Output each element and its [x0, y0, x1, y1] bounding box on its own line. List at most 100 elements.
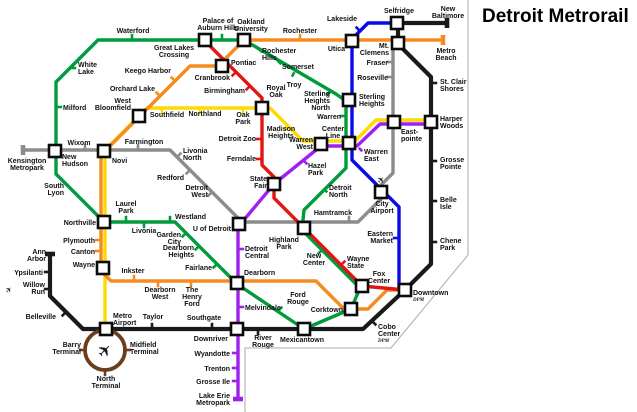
station-westland-label: Westland [175, 214, 206, 221]
station-warren-west-interchange [313, 136, 329, 152]
station-center-line-interchange [341, 135, 357, 151]
station-fox-center-interchange [354, 278, 370, 294]
station-southfield-label: Southfield [150, 112, 184, 119]
station-troy-tick [290, 71, 296, 78]
station-wixom-label: Wixom [68, 140, 91, 147]
station-corktown-interchange [343, 301, 359, 317]
station-cranbrook-label: Cranbrook [195, 75, 231, 82]
station-metro-airport-interchange [98, 321, 114, 337]
station-warren-label: Warren [317, 114, 341, 121]
station-great-lakes-crossing-interchange [197, 32, 213, 48]
station-troy-label: Troy [287, 82, 302, 89]
station-plymouth-label: Plymouth [63, 238, 95, 245]
station-south-lyon-tick [62, 180, 69, 187]
station-corktown-label: Corktown [311, 307, 343, 314]
station-fairlane-tick [211, 263, 218, 270]
station-melvindale-label: Melvindale [245, 305, 281, 312]
station-birmingham-label: Birmingham [204, 88, 245, 95]
station-marks [20, 18, 450, 402]
station-birmingham-tick [244, 85, 251, 92]
station-west-bloomfield-interchange [131, 108, 147, 124]
station-orchard-lake-label: Orchard Lake [110, 86, 155, 93]
station-fraser-label: Fraser [367, 60, 389, 67]
station-state-fair-interchange [266, 176, 282, 192]
station-royal-oak-interchange [254, 100, 270, 116]
station-rochester-hills-tick [257, 47, 264, 54]
interchange-marks [47, 15, 439, 337]
station-dearborn-label: Dearborn [244, 270, 275, 277]
line-blue [350, 21, 401, 292]
station-canton-label: Canton [71, 249, 95, 256]
station-ferndale-label: Ferndale [227, 156, 256, 163]
station-roseville-label: Roseville [357, 75, 388, 82]
station-mexicantown-label: Mexicantown [280, 337, 324, 344]
station-redford-tick [184, 169, 191, 176]
station-livonia-label: Livonia [132, 228, 157, 235]
station-garden-city-tick [180, 232, 187, 239]
station-pontiac-label: Pontiac [231, 60, 256, 67]
station-keego-harbor-tick [169, 75, 176, 82]
station-waterford-label: Waterford [117, 28, 150, 35]
station-eastpointe-label: East-pointe [401, 129, 422, 143]
station-redford-label: Redford [157, 175, 184, 182]
station-sterling-heights-interchange [341, 92, 357, 108]
station-grosse-ile-label: Grosse Ile [196, 379, 230, 386]
station-sterling-heights-north-tick [325, 90, 332, 97]
station-utica-interchange [344, 33, 360, 49]
station-lakeside-tick [354, 25, 361, 32]
station-livonia-north-tick [176, 151, 183, 158]
station-hamtramck-label: Hamtramck [314, 210, 352, 217]
station-orchard-lake-tick [154, 90, 161, 97]
station-northville-interchange [96, 214, 112, 230]
station-eastpointe-interchange [386, 114, 402, 130]
station-warren-east-tick [357, 146, 364, 153]
station-detroit-zoo-label: Detroit Zoo [219, 136, 256, 143]
station-southgate-label: Southgate [187, 315, 221, 322]
station-northland-label: Northland [188, 111, 221, 118]
station-detroit-north-tick [322, 187, 329, 194]
station-cobo-center-tick [371, 320, 378, 327]
station-highland-park-interchange [296, 220, 312, 236]
station-pontiac-interchange [214, 58, 230, 74]
station-new-hudson-interchange [47, 143, 63, 159]
station-northville-label: Northville [64, 220, 96, 227]
station-trenton-label: Trenton [204, 366, 230, 373]
station-mt-clemens-interchange [390, 35, 406, 51]
station-downtown-interchange [397, 282, 413, 298]
station-downriver-interchange [229, 321, 245, 337]
station-belleville-tick [60, 311, 67, 318]
station-new-center-tick [316, 249, 323, 256]
station-belleville-label: Belleville [26, 314, 56, 321]
station-city-airport-interchange [373, 184, 389, 200]
